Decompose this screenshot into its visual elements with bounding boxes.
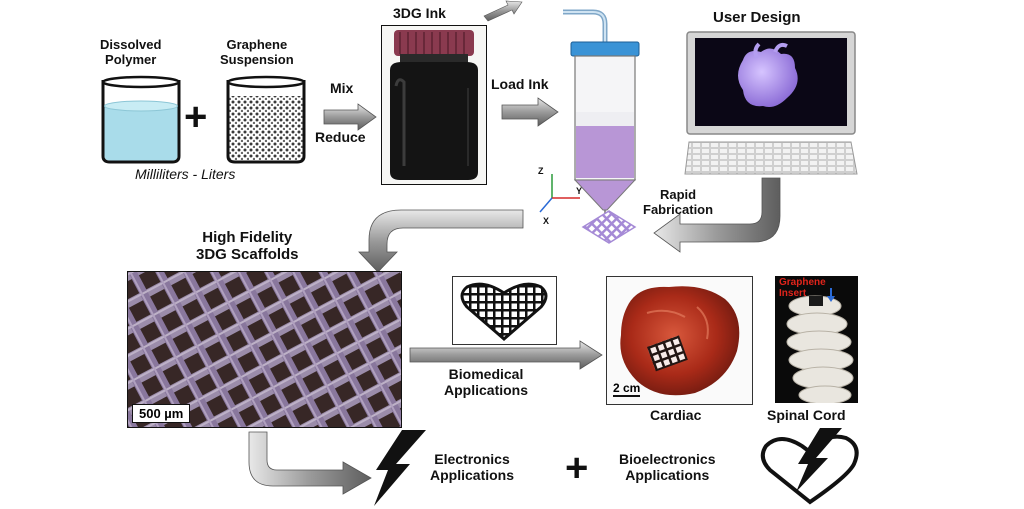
- heart-outline-icon: [760, 428, 859, 505]
- scale-cm-label: 2 cm: [613, 381, 641, 397]
- plus-operator-2: +: [565, 446, 589, 490]
- jar-icon: [390, 30, 478, 180]
- heart-print-image: [452, 276, 557, 345]
- syringe-icon: [563, 9, 640, 216]
- plus-operator: +: [184, 95, 208, 139]
- lightning-icon: [374, 430, 426, 506]
- design-to-fabrication-arrow-icon: [653, 177, 781, 253]
- mix-label: Mix: [330, 80, 354, 96]
- reduce-label: Reduce: [315, 129, 366, 145]
- axis-y-label: Y: [576, 186, 583, 196]
- volume-range-label: Milliliters - Liters: [135, 166, 236, 182]
- spinal-cord-label: Spinal Cord: [767, 407, 846, 423]
- top-arrow-icon: [483, 0, 523, 22]
- load-ink-label: Load Ink: [491, 76, 549, 92]
- axis-icon: [539, 174, 580, 213]
- fabrication-to-scaffold-arrow-icon: [358, 209, 524, 273]
- axis-x-label: X: [543, 216, 550, 226]
- ink-jar-photo: [381, 25, 487, 185]
- load-ink-arrow-icon: [501, 97, 559, 127]
- graphene-beaker-icon: [226, 75, 306, 164]
- scaffold-sem-image: 500 µm: [127, 271, 402, 428]
- polymer-beaker-icon: [101, 75, 181, 164]
- mix-arrow-icon: [323, 103, 377, 131]
- cardiac-photo: 2 cm: [606, 276, 753, 405]
- cardiac-label: Cardiac: [650, 407, 702, 423]
- biomedical-arrow-icon: [409, 340, 603, 370]
- axis-z-label: Z: [538, 166, 544, 176]
- scale-bar-label: 500 µm: [132, 404, 191, 423]
- ink-title: 3DG Ink: [393, 5, 446, 21]
- computer-icon: [684, 31, 858, 175]
- electronics-arrow-icon: [248, 431, 372, 495]
- user-design-label: User Design: [713, 9, 801, 26]
- printed-lattice-icon: [581, 210, 637, 244]
